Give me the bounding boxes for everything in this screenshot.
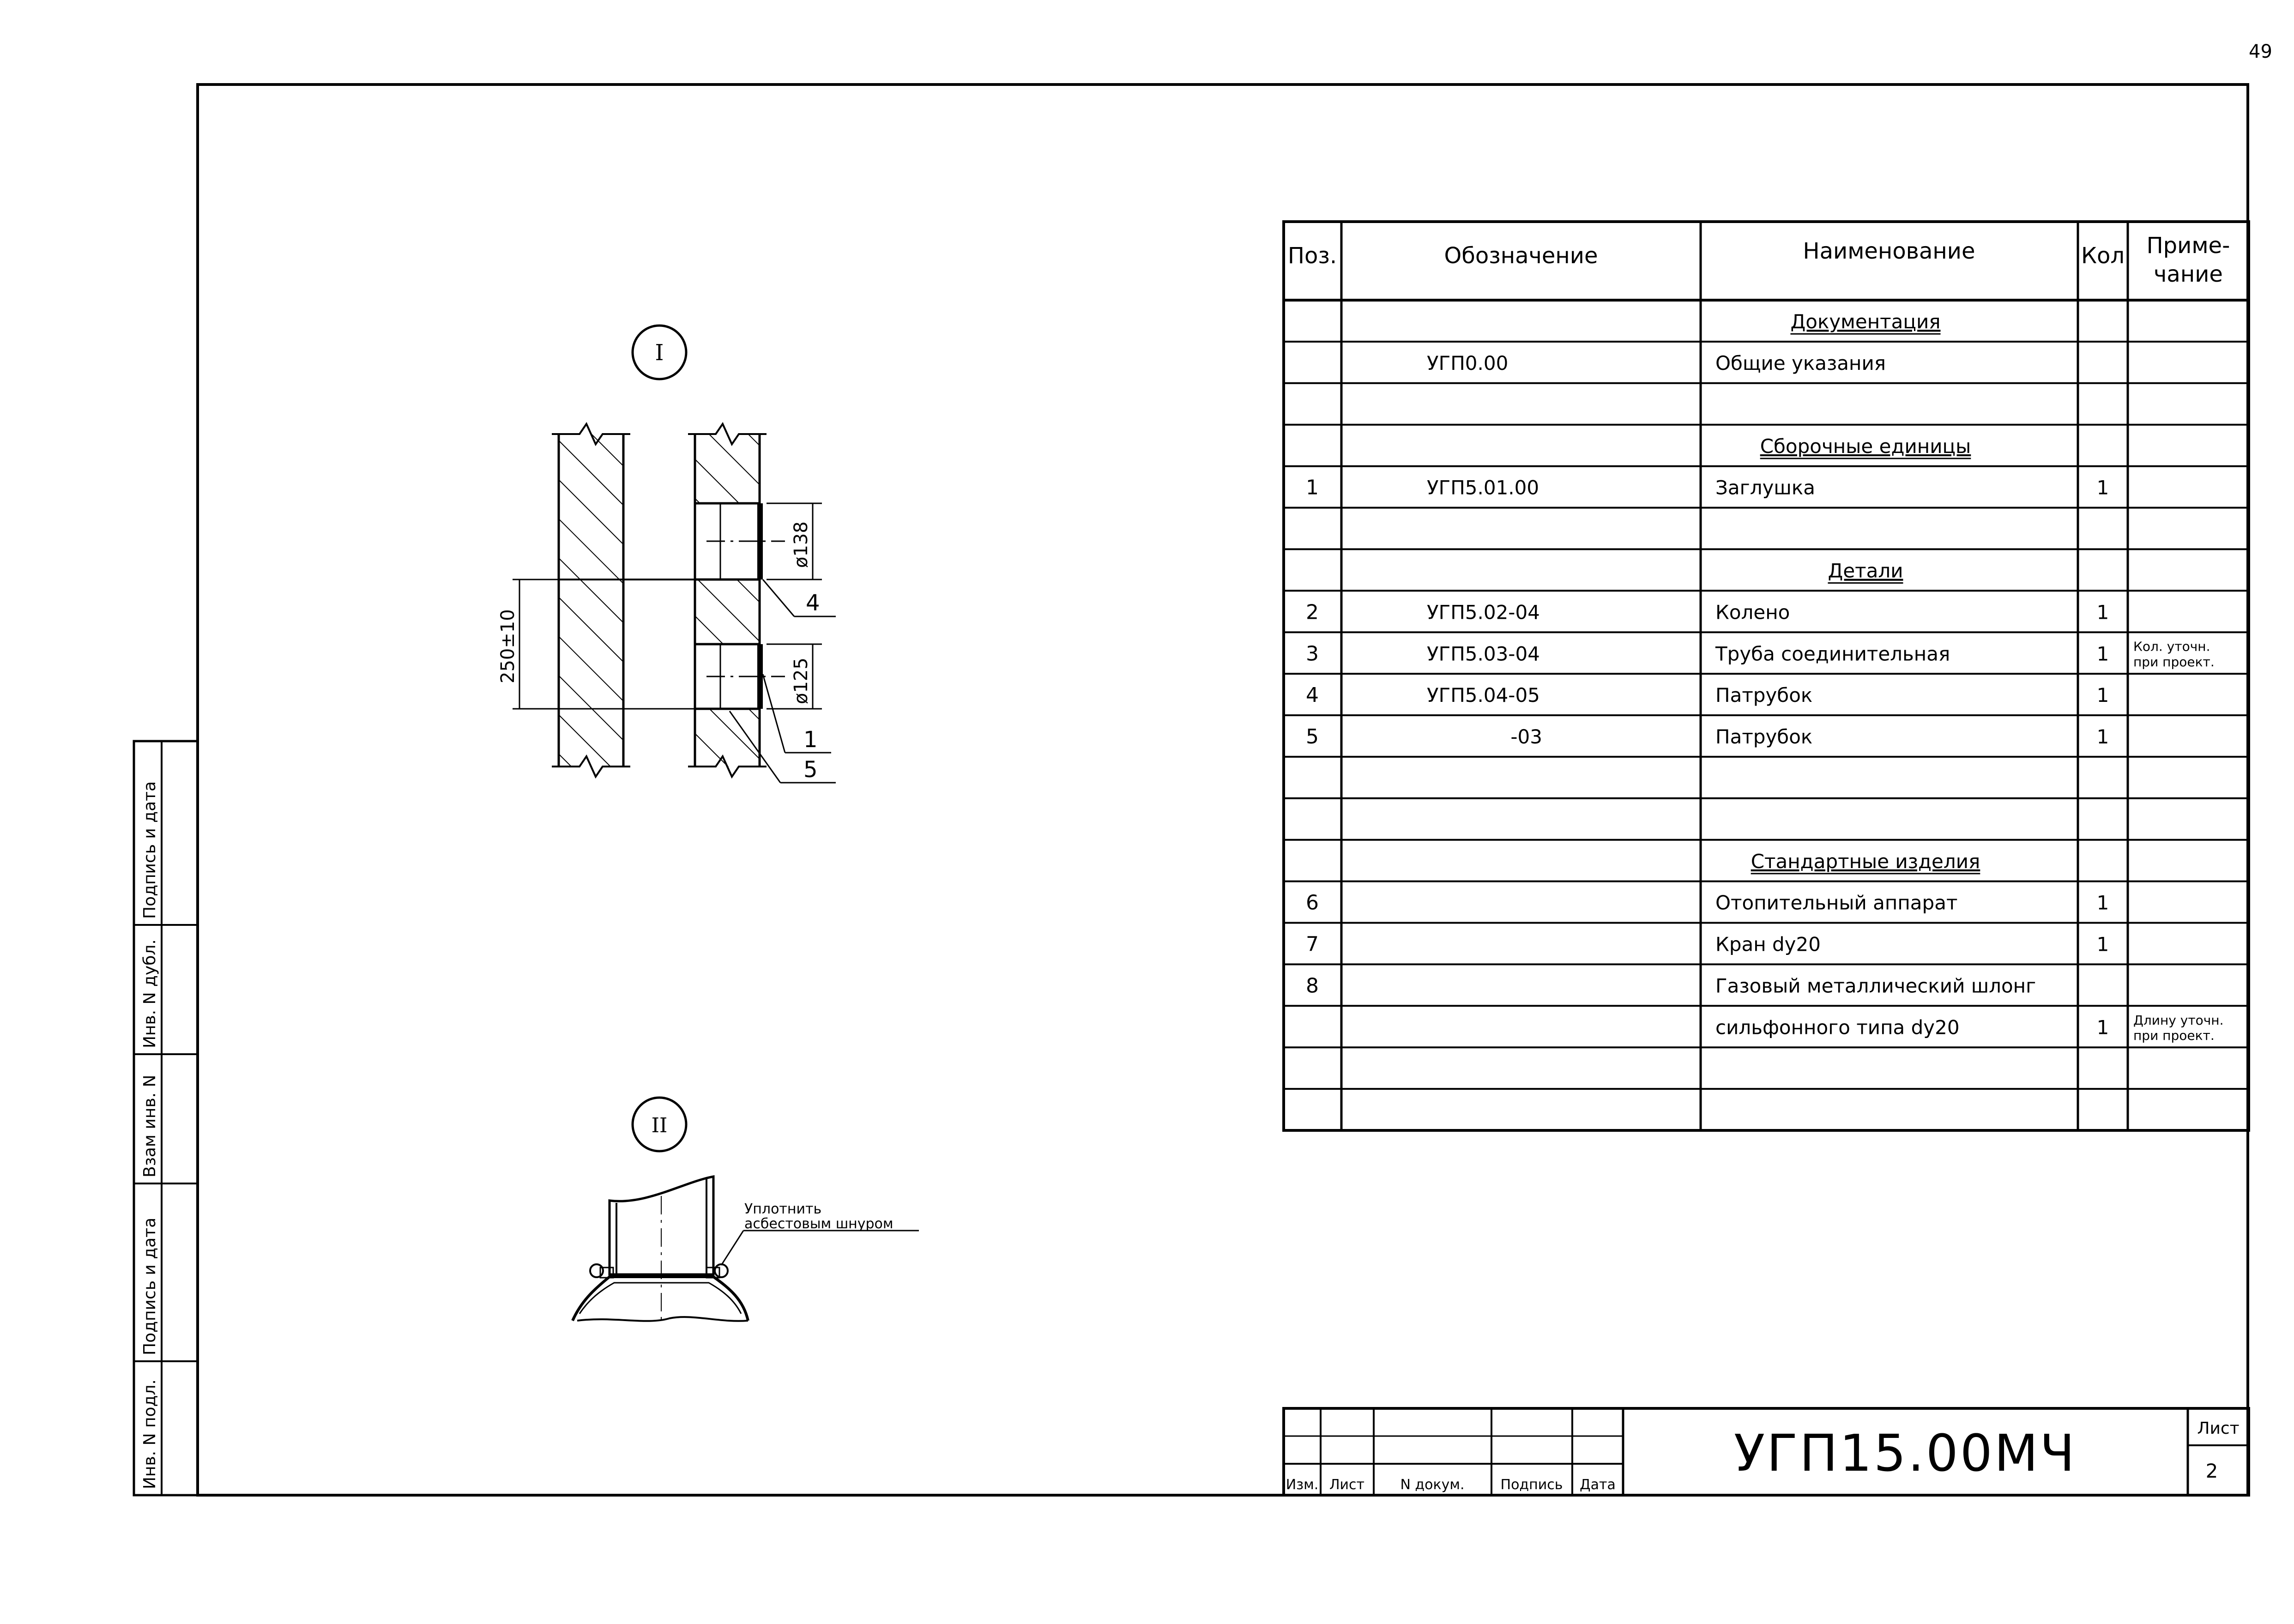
callout-5: 5 [803, 757, 818, 783]
side-stamp-label: Подпись и дата [140, 1218, 159, 1355]
title-block: Изм. Лист N докум. Подпись Дата УГП15.00… [1282, 1407, 2250, 1497]
callout-4: 4 [806, 590, 820, 616]
table-cell-name: сильфонного типа dу20 [1715, 1016, 1960, 1038]
table-cell-note: при проект. [2133, 1028, 2215, 1043]
table-cell-qty: 1 [2097, 601, 2109, 623]
table-cell-name: Труба соединительная [1715, 642, 1950, 665]
detail-2: II Уплотнить асбестовым шнуром [571, 1096, 919, 1322]
detail-2-note-line2: асбестовым шнуром [744, 1216, 893, 1232]
side-stamp-label: Взам инв. N [140, 1075, 159, 1177]
table-cell-name: Патрубок [1715, 725, 1812, 748]
header-designation: Обозначение [1444, 243, 1598, 269]
specification-table: Поз. Обозначение Наименование Кол Приме-… [1282, 220, 2250, 1132]
title-col-label: Изм. [1286, 1477, 1319, 1493]
table-cell-designation: -03 [1510, 725, 1542, 748]
table-section-heading: Документация [1790, 310, 1940, 333]
table-cell-qty: 1 [2097, 725, 2109, 748]
callout-1: 1 [803, 727, 818, 753]
table-cell-pos: 4 [1306, 683, 1319, 707]
detail-marker-circle [631, 324, 688, 380]
header-qty: Кол [2081, 243, 2125, 269]
table-cell-name: Отопительный аппарат [1715, 892, 1957, 914]
table-cell-pos: 6 [1306, 891, 1319, 915]
table-cell-qty: 1 [2097, 477, 2109, 499]
table-cell-qty: 1 [2097, 892, 2109, 914]
table-cell-designation: УГП0.00 [1427, 352, 1508, 374]
side-stamp-label: Подпись и дата [140, 781, 159, 919]
table-cell-name: Колено [1715, 601, 1790, 623]
table-cell-pos: 3 [1306, 642, 1319, 665]
table-section-heading: Сборочные единицы [1760, 435, 1971, 458]
header-pos: Поз. [1288, 243, 1337, 269]
table-section-heading: Стандартные изделия [1751, 850, 1980, 873]
table-cell-pos: 7 [1306, 933, 1319, 956]
table-cell-qty: 1 [2097, 933, 2109, 956]
header-name: Наименование [1803, 238, 1975, 264]
header-note: чание [2154, 261, 2223, 287]
detail-1: I ø138 ø125 [497, 324, 836, 784]
side-stamp-label: Инв. N дубл. [140, 939, 159, 1048]
title-col-label: N докум. [1400, 1477, 1464, 1493]
dimension-upper-diameter: ø138 [791, 521, 812, 568]
table-cell-designation: УГП5.02-04 [1427, 601, 1540, 623]
table-cell-name: Заглушка [1715, 477, 1815, 499]
page-number: 49 [2249, 41, 2272, 62]
table-cell-pos: 2 [1306, 600, 1319, 624]
table-cell-designation: УГП5.04-05 [1427, 684, 1540, 706]
drawing-frame [196, 83, 2249, 1497]
table-section-heading: Детали [1828, 560, 1903, 582]
table-cell-pos: 5 [1306, 725, 1319, 749]
header-note: Приме- [2147, 233, 2230, 259]
table-cell-name: Кран dу20 [1715, 933, 1821, 956]
table-cell-name: Патрубок [1715, 684, 1812, 706]
table-cell-qty: 1 [2097, 1016, 2109, 1038]
table-cell-name: Общие указания [1715, 352, 1886, 374]
table-cell-pos: 1 [1306, 476, 1319, 500]
table-cell-note: при проект. [2133, 654, 2215, 670]
table-cell-name: Газовый металлический шлонг [1715, 975, 2036, 997]
sheet-number: 2 [2206, 1460, 2218, 1482]
table-cell-pos: 8 [1306, 974, 1319, 998]
table-cell-qty: 1 [2097, 684, 2109, 706]
sheet-label: Лист [2197, 1419, 2239, 1438]
title-col-label: Лист [1329, 1477, 1364, 1493]
table-cell-note: Длину уточн. [2133, 1013, 2224, 1028]
detail-marker-circle [631, 1096, 688, 1153]
dimension-lower-diameter: ø125 [791, 658, 812, 704]
detail-marker-label: I [655, 340, 664, 366]
table-cell-designation: УГП5.03-04 [1427, 642, 1540, 665]
title-col-label: Подпись [1501, 1477, 1563, 1493]
table-cell-qty: 1 [2097, 642, 2109, 665]
detail-2-note-line1: Уплотнить [744, 1201, 821, 1217]
table-cell-designation: УГП5.01.00 [1427, 477, 1539, 499]
table-cell-note: Кол. уточн. [2133, 639, 2210, 654]
document-designation: УГП15.00МЧ [1734, 1424, 2077, 1483]
title-col-label: Дата [1580, 1477, 1616, 1493]
detail-marker-label: II [652, 1114, 668, 1137]
side-stamp-label: Инв. N подл. [140, 1379, 159, 1489]
side-stamp: Подпись и дата Инв. N дубл. Взам инв. N … [133, 740, 199, 1497]
dimension-height: 250±10 [497, 609, 519, 683]
